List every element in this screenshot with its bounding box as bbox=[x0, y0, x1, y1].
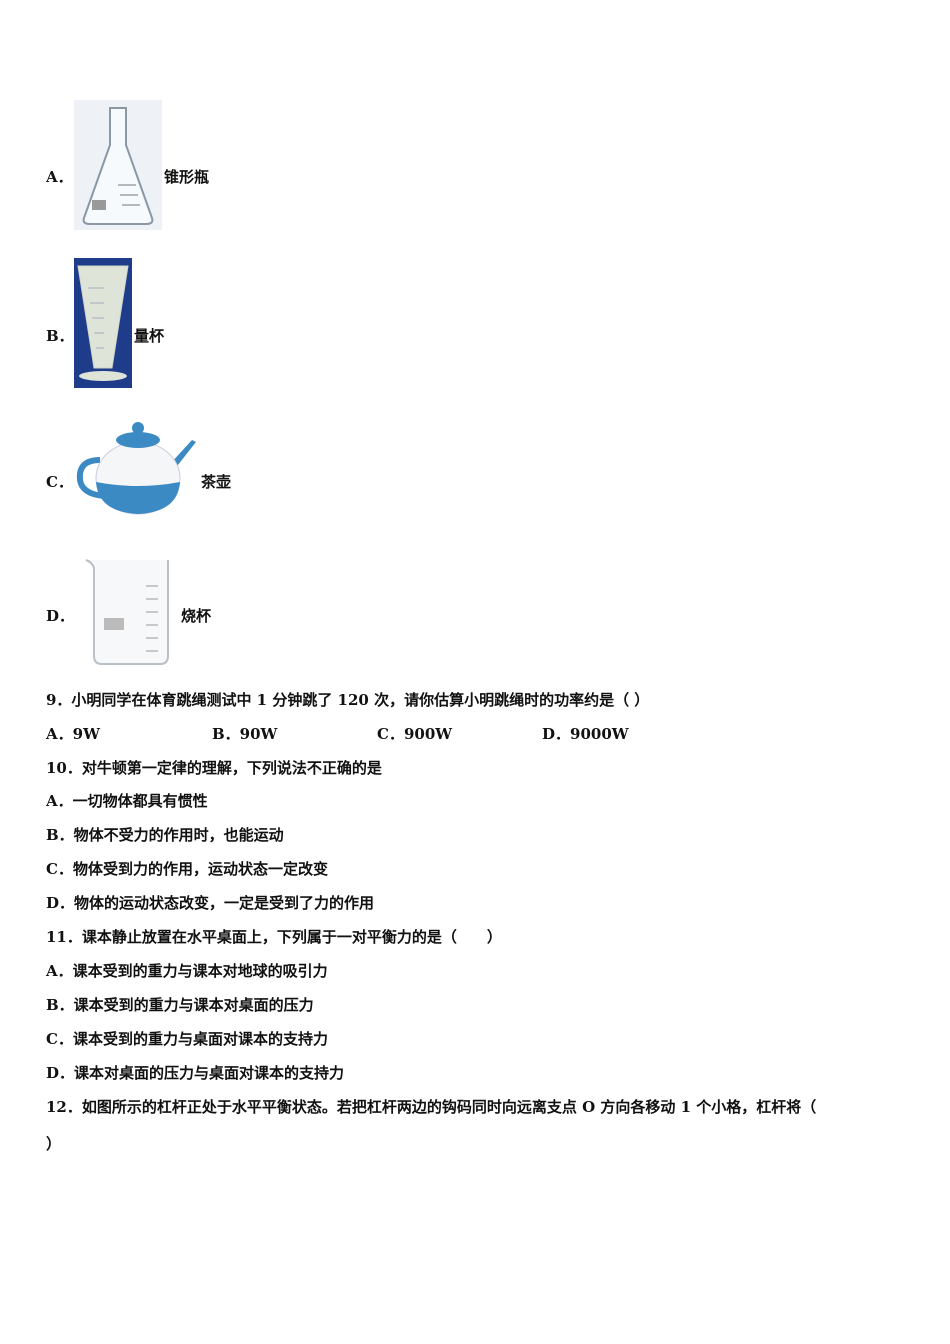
q11-option-d: D．课本对桌面的压力与桌面对课本的支持力 bbox=[46, 1064, 345, 1082]
q11-option-b: B．课本受到的重力与课本对桌面的压力 bbox=[46, 996, 314, 1014]
q9-option-d: D．9000W bbox=[542, 725, 629, 743]
q9-option-a: A．9W bbox=[46, 725, 100, 743]
question-12-stem-end: ） bbox=[46, 1135, 62, 1153]
q10-option-a: A．一切物体都具有惯性 bbox=[46, 792, 208, 810]
option-letter: B． bbox=[46, 327, 74, 345]
question-11-stem: 11．课本静止放置在水平桌面上，下列属于一对平衡力的是（ ） bbox=[46, 928, 502, 946]
q11-option-a: A．课本受到的重力与课本对地球的吸引力 bbox=[46, 962, 328, 980]
erlenmeyer-flask-image bbox=[74, 100, 162, 230]
q10-option-b: B．物体不受力的作用时，也能运动 bbox=[46, 826, 284, 844]
measuring-cup-image bbox=[74, 258, 132, 388]
question-10-stem: 10．对牛顿第一定律的理解，下列说法不正确的是 bbox=[46, 759, 382, 777]
question-9-stem: 9．小明同学在体育跳绳测试中 1 分钟跳了 120 次，请你估算小明跳绳时的功率… bbox=[46, 691, 650, 709]
option-label: 茶壶 bbox=[201, 473, 232, 491]
teapot-image bbox=[76, 422, 196, 515]
q10-option-c: C．物体受到力的作用，运动状态一定改变 bbox=[46, 860, 328, 878]
option-label: 锥形瓶 bbox=[164, 168, 210, 186]
option-letter: A． bbox=[46, 168, 73, 186]
option-label: 量杯 bbox=[134, 327, 165, 345]
q11-option-c: C．课本受到的重力与桌面对课本的支持力 bbox=[46, 1030, 328, 1048]
option-letter: C． bbox=[46, 473, 73, 491]
q9-option-b: B．90W bbox=[212, 725, 278, 743]
beaker-image bbox=[85, 559, 169, 665]
q9-option-c: C．900W bbox=[377, 725, 453, 743]
question-12-stem: 12．如图所示的杠杆正处于水平平衡状态。若把杠杆两边的钩码同时向远离支点 O 方… bbox=[46, 1098, 817, 1116]
option-label: 烧杯 bbox=[181, 607, 212, 625]
q10-option-d: D．物体的运动状态改变，一定是受到了力的作用 bbox=[46, 894, 375, 912]
option-letter: D． bbox=[46, 607, 75, 625]
